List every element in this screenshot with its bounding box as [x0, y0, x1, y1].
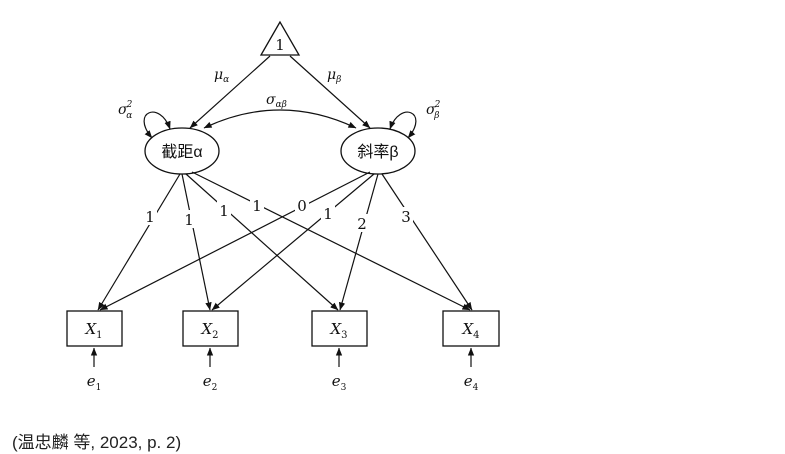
loading-slope-x1: 0 — [297, 197, 307, 215]
mean-slope-label: μβ — [327, 67, 341, 85]
loading-intercept-x1: 1 — [145, 208, 155, 226]
observed-x3-box — [311, 310, 368, 347]
observed-x4-box — [442, 310, 500, 347]
mean-intercept-label: μα — [214, 67, 229, 85]
intercept-to-x2-arrow — [181, 173, 212, 311]
slope-to-x2-arrow — [211, 173, 375, 311]
loading-intercept-x4: 1 — [252, 197, 262, 215]
slope-loading-labels: 0 1 2 3 — [295, 196, 413, 233]
covariance-arrow — [203, 109, 357, 129]
mean-intercept-arrow — [189, 55, 271, 129]
error-e2-label: e2 — [203, 372, 218, 393]
observed-x2-label: X2 — [200, 320, 218, 341]
loading-intercept-x3: 1 — [219, 202, 229, 220]
intercept-to-x3-arrow — [185, 173, 339, 311]
observed-x2-box — [182, 310, 239, 347]
observed-x3-label: X3 — [329, 320, 347, 341]
loading-slope-x2: 1 — [323, 205, 333, 223]
intercept-loading-labels: 1 1 1 1 — [143, 196, 264, 229]
intercept-label: 截距α — [161, 143, 202, 161]
error-e3-label: e3 — [332, 372, 347, 393]
figure-caption: (温忠麟 等, 2023, p. 2) — [12, 433, 182, 452]
mean-slope-arrow — [289, 55, 371, 129]
intercept-to-x1-arrow — [97, 173, 181, 311]
loading-intercept-x2: 1 — [184, 211, 194, 229]
slope-to-x4-arrow — [381, 173, 473, 311]
observed-x1-label: X1 — [84, 320, 102, 341]
error-e1-label: e1 — [87, 372, 102, 393]
loading-slope-x4: 3 — [401, 208, 411, 226]
error-e4-label: e4 — [464, 372, 479, 393]
loading-slope-x3: 2 — [357, 215, 367, 233]
slope-to-x1-arrow — [99, 171, 371, 311]
observed-x4-label: X4 — [461, 320, 479, 341]
observed-x1-box — [66, 310, 123, 347]
constant-label: 1 — [275, 36, 285, 54]
covariance-label: σαβ — [266, 92, 287, 110]
intercept-to-x4-arrow — [191, 171, 471, 311]
variance-slope-loop — [389, 111, 417, 139]
variance-intercept-loop — [143, 111, 171, 139]
slope-label: 斜率β — [357, 143, 398, 161]
constant-triangle — [259, 20, 301, 56]
slope-to-x3-arrow — [338, 173, 379, 311]
